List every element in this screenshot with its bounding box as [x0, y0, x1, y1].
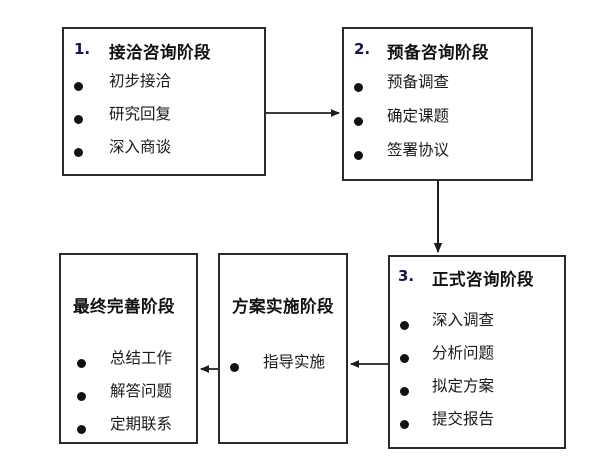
list-item: 确定课题: [354, 107, 450, 143]
bullet-label: 指导实施: [263, 353, 326, 371]
bullet-dot-icon: [77, 425, 86, 434]
stage-node-prepare-body: 2. 预备咨询阶段 预备调查 确定课题 签署协议: [344, 29, 531, 179]
stage-number-formal: 3.: [398, 267, 415, 285]
stage-bullets-final: 总结工作 解答问题 定期联系: [77, 349, 173, 450]
stage-node-formal-body: 3. 正式咨询阶段 深入调查 分析问题 拟定方案 提交报告: [390, 257, 564, 447]
stage-title-formal: 正式咨询阶段: [432, 270, 534, 289]
bullet-dot-icon: [354, 151, 363, 160]
bullet-dot-icon: [400, 321, 409, 330]
stage-title-final: 最终完善阶段: [73, 297, 175, 316]
list-item: 预备调查: [354, 73, 450, 109]
bullet-dot-icon: [74, 82, 83, 91]
bullet-label: 深入商谈: [109, 138, 172, 156]
list-item: 解答问题: [77, 382, 173, 417]
stage-node-final-body: 最终完善阶段 总结工作 解答问题 定期联系: [61, 255, 196, 442]
bullet-dot-icon: [77, 359, 86, 368]
list-item: 初步接洽: [74, 72, 172, 107]
bullet-label: 深入调查: [432, 311, 495, 329]
bullet-label: 分析问题: [432, 344, 495, 362]
stage-title-prepare: 预备咨询阶段: [387, 43, 489, 62]
bullet-label: 预备调查: [387, 73, 450, 91]
bullet-label: 拟定方案: [432, 377, 495, 395]
bullet-label: 签署协议: [387, 141, 450, 159]
stage-node-contact[interactable]: 1. 接洽咨询阶段 初步接洽 研究回复 深入商谈: [62, 27, 266, 176]
list-item: 提交报告: [400, 410, 495, 445]
stage-node-implement[interactable]: 方案实施阶段 指导实施: [218, 253, 348, 444]
stage-node-contact-body: 1. 接洽咨询阶段 初步接洽 研究回复 深入商谈: [64, 29, 264, 174]
bullet-label: 提交报告: [432, 410, 495, 428]
stage-node-formal[interactable]: 3. 正式咨询阶段 深入调查 分析问题 拟定方案 提交报告: [388, 255, 566, 449]
list-item: 分析问题: [400, 344, 495, 379]
bullet-dot-icon: [400, 420, 409, 429]
bullet-label: 解答问题: [110, 382, 173, 400]
list-item: 指导实施: [230, 353, 326, 388]
bullet-label: 初步接洽: [109, 72, 172, 90]
bullet-label: 确定课题: [387, 107, 450, 125]
list-item: 总结工作: [77, 349, 173, 384]
stage-number-prepare: 2.: [354, 40, 371, 58]
stage-title-contact: 接洽咨询阶段: [109, 43, 211, 62]
stage-node-implement-body: 方案实施阶段 指导实施: [220, 255, 346, 442]
list-item: 签署协议: [354, 141, 450, 177]
bullet-dot-icon: [77, 392, 86, 401]
list-item: 定期联系: [77, 415, 173, 450]
stage-title-implement: 方案实施阶段: [232, 297, 334, 316]
bullet-dot-icon: [230, 363, 239, 372]
list-item: 深入商谈: [74, 138, 172, 173]
stage-node-final[interactable]: 最终完善阶段 总结工作 解答问题 定期联系: [59, 253, 198, 444]
bullet-label: 定期联系: [110, 415, 173, 433]
stage-bullets-implement: 指导实施: [230, 353, 326, 388]
stage-bullets-contact: 初步接洽 研究回复 深入商谈: [74, 72, 172, 173]
bullet-label: 总结工作: [110, 349, 173, 367]
stage-bullets-formal: 深入调查 分析问题 拟定方案 提交报告: [400, 311, 495, 445]
list-item: 研究回复: [74, 105, 172, 140]
bullet-dot-icon: [400, 354, 409, 363]
bullet-dot-icon: [354, 117, 363, 126]
list-item: 深入调查: [400, 311, 495, 346]
stage-number-contact: 1.: [74, 40, 91, 58]
bullet-dot-icon: [400, 387, 409, 396]
list-item: 拟定方案: [400, 377, 495, 412]
stage-node-prepare[interactable]: 2. 预备咨询阶段 预备调查 确定课题 签署协议: [342, 27, 533, 181]
bullet-dot-icon: [74, 148, 83, 157]
bullet-dot-icon: [74, 115, 83, 124]
stage-bullets-prepare: 预备调查 确定课题 签署协议: [354, 73, 450, 177]
bullet-label: 研究回复: [109, 105, 172, 123]
bullet-dot-icon: [354, 83, 363, 92]
